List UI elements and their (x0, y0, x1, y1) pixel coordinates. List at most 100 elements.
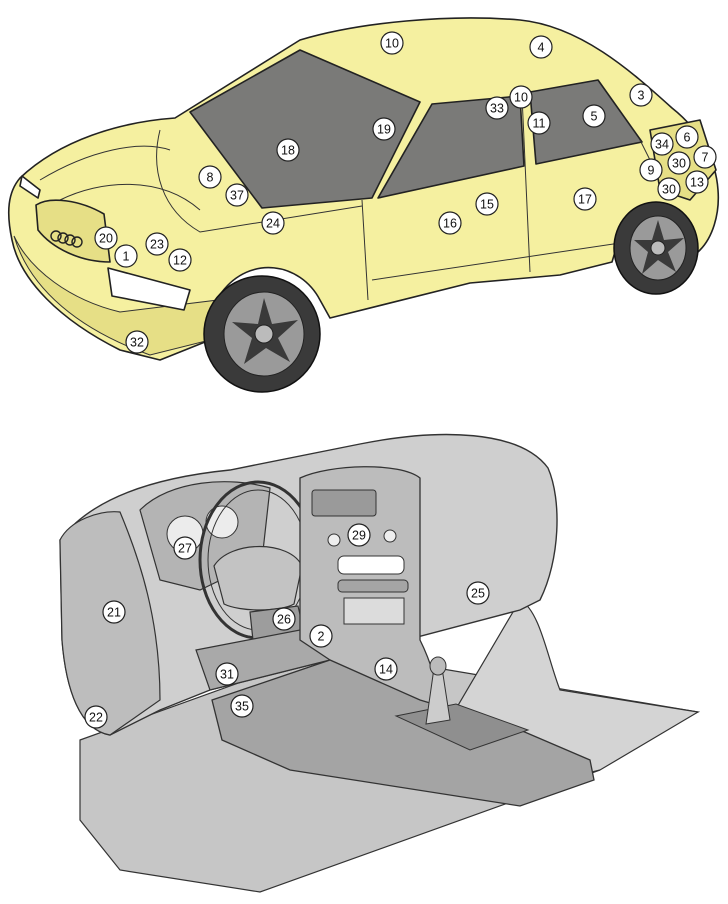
callout-number: 14 (379, 663, 393, 677)
callout-circle (657, 177, 681, 201)
callout-circle (438, 211, 462, 235)
car-callout-1: 1 (114, 244, 138, 268)
callout-circle (230, 694, 254, 718)
car-callout-17: 17 (573, 187, 597, 211)
dash-callout-2: 2 (309, 624, 333, 648)
callout-circle (529, 35, 553, 59)
gear-lever (425, 656, 451, 725)
dash-callout-26: 26 (272, 607, 296, 631)
callout-number: 33 (490, 102, 504, 116)
side-indicator (19, 175, 41, 199)
callout-number: 7 (702, 151, 709, 165)
callout-circle (675, 125, 699, 149)
callout-number: 35 (235, 700, 249, 714)
callout-number: 11 (533, 117, 546, 131)
callout-number: 26 (277, 613, 291, 627)
callout-circle (173, 536, 197, 560)
car-callout-10: 10 (380, 31, 404, 55)
climate-panel (337, 579, 409, 593)
car-callout-8: 8 (198, 165, 222, 189)
car-callout-7: 7 (693, 145, 717, 169)
dash-callout-29: 29 (347, 523, 371, 547)
car-callout-4: 4 (529, 35, 553, 59)
car-callout-16: 16 (438, 211, 462, 235)
callout-circle (639, 158, 663, 182)
callout-number: 30 (672, 157, 686, 171)
callout-circle (509, 85, 533, 109)
callout-circle (309, 624, 333, 648)
callout-circle (198, 165, 222, 189)
car-callout-37: 37 (225, 183, 249, 207)
callout-circle (145, 232, 169, 256)
switch-panel (343, 597, 405, 625)
car-callout-24: 24 (261, 211, 285, 235)
callout-circle (573, 187, 597, 211)
callout-number: 8 (207, 171, 214, 185)
callout-circle (84, 705, 108, 729)
callout-number: 13 (690, 176, 704, 190)
windshield (189, 49, 421, 209)
dash-callout-14: 14 (374, 657, 398, 681)
callout-number: 10 (514, 91, 528, 105)
callout-circle (693, 145, 717, 169)
car-callout-34: 34 (650, 132, 674, 156)
car-callout-32: 32 (125, 330, 149, 354)
callout-circle (485, 96, 509, 120)
callout-circle (685, 170, 709, 194)
callout-number: 2 (318, 630, 325, 644)
callout-number: 22 (89, 711, 103, 725)
callout-circle (276, 138, 300, 162)
callout-circle (629, 83, 653, 107)
callout-number: 9 (648, 164, 655, 178)
callout-number: 6 (684, 131, 691, 145)
callout-number: 4 (538, 41, 545, 55)
callout-circle (582, 104, 606, 128)
car-callout-30: 30 (657, 177, 681, 201)
callout-circle (215, 662, 239, 686)
callout-circle (347, 523, 371, 547)
callout-number: 29 (352, 529, 366, 543)
car-callout-3: 3 (629, 83, 653, 107)
car-callout-5: 5 (582, 104, 606, 128)
front-wheel (203, 275, 321, 393)
callout-number: 15 (480, 198, 494, 212)
callout-number: 12 (173, 254, 187, 268)
callout-circle (475, 192, 499, 216)
callout-circle (114, 244, 138, 268)
callout-number: 31 (220, 668, 234, 682)
left-side-panel (59, 511, 161, 736)
dash-callout-21: 21 (102, 600, 126, 624)
rear-wheel (613, 201, 699, 295)
callout-number: 3 (638, 89, 645, 103)
car-lower-panel (13, 235, 219, 356)
callout-number: 32 (130, 336, 144, 350)
vent-upper (311, 489, 377, 517)
callout-circle (374, 657, 398, 681)
callout-circle (650, 132, 674, 156)
car-callout-6: 6 (675, 125, 699, 149)
callout-number: 17 (578, 193, 592, 207)
callout-number: 1 (123, 250, 130, 264)
dash-callout-25: 25 (466, 581, 490, 605)
callout-number: 25 (471, 587, 485, 601)
dash-callout-22: 22 (84, 705, 108, 729)
callout-circle (667, 151, 691, 175)
front-grille (35, 199, 111, 263)
headlight (107, 267, 191, 311)
callout-number: 18 (281, 144, 295, 158)
callout-circle (94, 226, 118, 250)
callout-number: 21 (107, 606, 121, 620)
callout-number: 27 (178, 542, 192, 556)
callout-circle (372, 117, 396, 141)
callout-circle (380, 31, 404, 55)
car-callout-15: 15 (475, 192, 499, 216)
dashboard-callouts: 29 27 25 21 26 2 31 14 35 22 (84, 523, 490, 729)
car-illustration (7, 17, 720, 393)
callout-number: 10 (385, 37, 399, 51)
callout-circle (168, 248, 192, 272)
car-callout-13: 13 (685, 170, 709, 194)
callout-number: 37 (230, 189, 244, 203)
car-callout-9: 9 (639, 158, 663, 182)
